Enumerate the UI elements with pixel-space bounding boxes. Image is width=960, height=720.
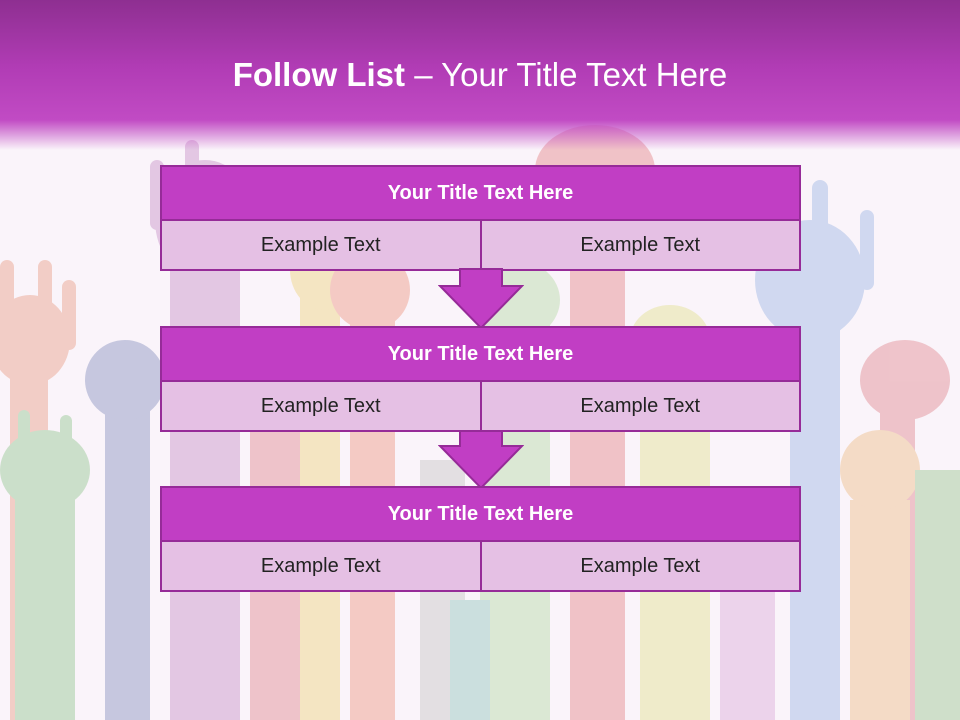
header-band	[0, 0, 960, 150]
down-arrow-icon	[438, 268, 524, 330]
step-title-2: Your Title Text Here	[160, 326, 801, 382]
step-block-1: Your Title Text Here Example Text Exampl…	[160, 165, 801, 271]
step-1-right-cell: Example Text	[481, 221, 801, 271]
step-row-1: Example Text Example Text	[160, 221, 801, 271]
step-title-1: Your Title Text Here	[160, 165, 801, 221]
step-row-2: Example Text Example Text	[160, 382, 801, 432]
step-2-left-cell: Example Text	[160, 382, 482, 432]
step-block-2: Your Title Text Here Example Text Exampl…	[160, 326, 801, 432]
step-row-3: Example Text Example Text	[160, 542, 801, 592]
slide-title-rest: – Your Title Text Here	[405, 56, 728, 93]
slide-title: Follow List – Your Title Text Here	[0, 52, 960, 98]
step-title-3: Your Title Text Here	[160, 486, 801, 542]
step-block-3: Your Title Text Here Example Text Exampl…	[160, 486, 801, 592]
step-3-left-cell: Example Text	[160, 542, 482, 592]
step-3-right-cell: Example Text	[481, 542, 801, 592]
slide-title-bold: Follow List	[232, 56, 406, 93]
step-2-right-cell: Example Text	[481, 382, 801, 432]
down-arrow-icon	[438, 430, 524, 490]
step-1-left-cell: Example Text	[160, 221, 482, 271]
